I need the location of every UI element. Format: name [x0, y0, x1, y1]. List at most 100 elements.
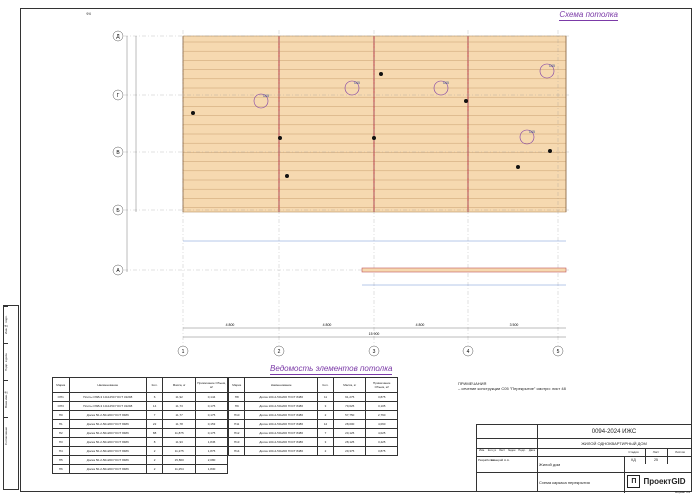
elements-table-left: Марка Наименование Кол. Масса, кг Примеч…	[52, 377, 228, 474]
col-mass: Масса, кг	[333, 377, 367, 393]
sheets-header: Листов	[675, 450, 685, 454]
table-cell: 7	[145, 410, 164, 420]
table-cell: Доска 100-2-50х200 ГОСТ 8486	[244, 437, 318, 447]
section-circle	[539, 63, 555, 79]
row-axis-bubble	[112, 264, 124, 276]
row-axis-bubble	[112, 204, 124, 216]
ceiling-scheme-title: Схема потолка	[559, 10, 618, 21]
table-cell: 7	[316, 428, 335, 438]
table-cell: 88	[145, 428, 164, 438]
column-axis-bubble	[273, 345, 285, 357]
table-cell: 12	[316, 419, 335, 429]
column-axis-bubble	[368, 345, 380, 357]
sheets-value	[667, 456, 693, 464]
sheet-frame	[20, 8, 692, 492]
table-cell: 2	[145, 446, 164, 456]
table-cell: 2	[316, 446, 335, 456]
table-cell: П5	[52, 455, 70, 465]
table-cell: П12	[227, 428, 246, 438]
table-cell: 2	[145, 464, 164, 474]
column-axis-label: 3	[373, 349, 376, 355]
side-strip: Инв.№ подл. Подп. и дата Взам.инв.№ Согл…	[3, 305, 19, 490]
notes-line: – сечение конструкции С05 "Перекрытие" с…	[458, 386, 566, 391]
table-cell: П13	[227, 437, 246, 447]
table-cell: 11,254	[162, 464, 197, 474]
table-cell: Плиты OSB-3 10х1250 ГОСТ 32298	[68, 401, 147, 411]
elements-list-title: Ведомость элементов потолка	[270, 364, 393, 375]
column-axis-label: 4	[467, 349, 470, 355]
table-cell: 11,73	[162, 401, 197, 411]
elements-table-right: Марка Наименование Кол. Масса, кг Примеч…	[227, 377, 398, 456]
row-axis-label: Д	[116, 34, 120, 40]
table-cell: 0,175	[195, 428, 228, 438]
table-cell: 11,275	[162, 446, 197, 456]
table-cell: 3	[316, 401, 335, 411]
table-cell: 0,175	[195, 401, 228, 411]
col-name: Наименование	[244, 377, 318, 393]
column-axis-bubble	[462, 345, 474, 357]
section-circle	[253, 93, 269, 109]
table-cell: Доска 100-2-50х200 ГОСТ 8486	[244, 410, 318, 420]
role: Разработал	[478, 458, 495, 462]
span-2: 4 800	[323, 323, 332, 327]
table-cell: 11,78	[162, 419, 197, 429]
notes-title: ПРИМЕЧАНИЯ	[458, 381, 487, 386]
table-cell: 91,275	[333, 392, 367, 402]
col-mark: Марка	[227, 377, 246, 393]
table-cell: Плиты OSB-3 10х1250 ГОСТ 32298	[68, 392, 147, 402]
table-cell: 14	[145, 401, 164, 411]
table-cell: П6	[52, 464, 70, 474]
table-cell: Доска 50-2-50х200 ГОСТ 8486	[68, 455, 147, 465]
table-cell: ОП3	[52, 401, 70, 411]
row-axis-label: Б	[116, 208, 120, 214]
section-circle	[344, 80, 360, 96]
table-cell: 4,025	[365, 428, 398, 438]
column-axis-label: 1	[182, 349, 185, 355]
stage-value: КД	[622, 456, 646, 464]
table-cell: Доска 50-2-50х200 ГОСТ 8486	[68, 464, 147, 474]
span-4: 3 500	[510, 323, 519, 327]
node-dot	[372, 136, 376, 140]
table-cell: 2	[145, 455, 164, 465]
table-cell: 0,175	[195, 410, 228, 420]
hdr-list: Лист	[498, 448, 506, 452]
table-cell: 8	[145, 437, 164, 447]
table-cell: П14	[227, 446, 246, 456]
table-cell: 3	[316, 437, 335, 447]
table-cell: ОП1	[52, 392, 70, 402]
table-cell: 3,105	[365, 401, 398, 411]
table-cell: 15,860	[162, 455, 197, 465]
table-cell: П3	[52, 437, 70, 447]
col-mark: Марка	[52, 377, 70, 393]
col-qty: Кол.	[316, 377, 335, 393]
section-circle	[433, 80, 449, 96]
table-cell: Доска 50-2-50х200 ГОСТ 8486	[68, 419, 147, 429]
table-cell: 79,625	[333, 401, 367, 411]
table-cell: 0,153	[195, 419, 228, 429]
row-axis-label: Г	[117, 93, 120, 99]
section-circle	[519, 129, 535, 145]
doc-code: 0094-2024 ИЖС	[591, 428, 637, 435]
company-logo: П ПроектGID	[622, 472, 691, 491]
table-cell: 3,425	[365, 437, 398, 447]
section-label: C05	[443, 81, 449, 85]
table-cell: Доска 100-2-50х200 ГОСТ 8486	[244, 401, 318, 411]
row-axis-bubble	[112, 146, 124, 158]
hdr-podp: Подп.	[518, 448, 526, 452]
table-cell: П9	[227, 401, 246, 411]
table-cell: Доска 50-2-50х200 ГОСТ 8486	[68, 428, 147, 438]
